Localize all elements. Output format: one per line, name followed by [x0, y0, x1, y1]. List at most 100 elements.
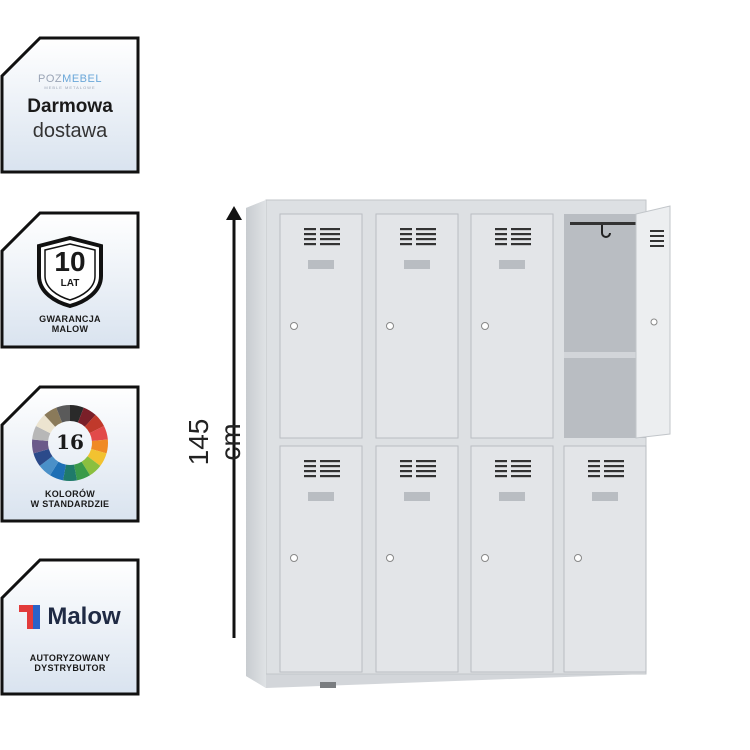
vent-slot: [320, 243, 340, 246]
warranty-years: 10: [54, 246, 86, 277]
door-lock-icon: [290, 322, 298, 330]
vent-slot: [400, 233, 412, 236]
vent-slot: [304, 475, 316, 478]
vent-slot: [400, 460, 412, 463]
door-lock-icon: [481, 322, 489, 330]
vent-slot: [304, 233, 316, 236]
vent-slot: [320, 475, 340, 478]
vent-slot: [304, 228, 316, 231]
label-plate: [499, 492, 525, 501]
shield-icon: 10 LAT: [35, 235, 105, 309]
color-wheel-icon: 16: [30, 403, 110, 483]
vent-slot: [511, 238, 531, 241]
warranty-badge: 10 LAT GWARANCJA MALOW: [0, 211, 140, 349]
vent-slot: [304, 460, 316, 463]
label-plate: [308, 492, 334, 501]
malow-logo-text: Malow: [47, 603, 121, 630]
vent-slot: [416, 233, 436, 236]
vent-slot: [511, 233, 531, 236]
color-swatch: [70, 405, 84, 423]
vent-slot: [650, 240, 664, 242]
vent-slot: [416, 228, 436, 231]
vent-slot: [416, 238, 436, 241]
label-plate: [404, 260, 430, 269]
colors-line2: W STANDARDZIE: [30, 499, 110, 509]
label-plate: [308, 260, 334, 269]
colors-count: 16: [56, 430, 84, 454]
vent-slot: [511, 465, 531, 468]
malow-logo-icon: [19, 605, 41, 629]
vent-slot: [511, 475, 531, 478]
door-lock-icon: [386, 554, 394, 562]
color-swatch: [32, 426, 51, 441]
label-plate: [499, 260, 525, 269]
vent-slot: [588, 475, 600, 478]
vent-slot: [495, 228, 507, 231]
locker-door: [279, 213, 363, 439]
vent-slot: [400, 475, 412, 478]
label-plate: [404, 492, 430, 501]
open-locker-interior: [564, 214, 646, 438]
vent-slot: [495, 243, 507, 246]
vent-slot: [416, 465, 436, 468]
label-plate: [592, 492, 618, 501]
color-swatch: [35, 414, 56, 434]
vent-slot: [400, 470, 412, 473]
vent-slot: [495, 460, 507, 463]
warranty-line1: GWARANCJA: [39, 314, 101, 324]
door-lock-icon: [481, 554, 489, 562]
vent-slot: [511, 228, 531, 231]
vent-slot: [320, 238, 340, 241]
color-swatch: [44, 407, 63, 427]
vent-slot: [511, 460, 531, 463]
locker-cabinet-image: [246, 199, 671, 688]
pozmebel-logo: POZMEBEL: [38, 73, 102, 85]
malow-logo: Malow: [19, 603, 121, 631]
vent-slot: [320, 465, 340, 468]
malow-line2: DYSTRYBUTOR: [34, 663, 106, 673]
vent-slot: [304, 238, 316, 241]
color-swatch: [91, 439, 109, 454]
color-swatch: [74, 461, 91, 481]
vent-slot: [588, 465, 600, 468]
vent-slot: [604, 460, 624, 463]
colors-badge: 16 KOLORÓW W STANDARDZIE: [0, 385, 140, 523]
color-swatch: [49, 461, 66, 481]
vent-slot: [304, 243, 316, 246]
delivery-line1: Darmowa: [27, 96, 113, 117]
vent-slot: [400, 465, 412, 468]
vent-slot: [495, 470, 507, 473]
vent-slot: [416, 470, 436, 473]
vent-slot: [604, 475, 624, 478]
vent-slot: [304, 465, 316, 468]
color-swatch: [56, 405, 70, 423]
hanger-rail: [570, 222, 640, 225]
color-swatch: [39, 456, 59, 476]
door-lock-icon: [290, 554, 298, 562]
vent-slot: [320, 470, 340, 473]
vent-slot: [320, 460, 340, 463]
color-swatch: [77, 407, 96, 427]
vent-slot: [650, 245, 664, 247]
height-arrow-icon: [226, 206, 242, 638]
color-swatch: [63, 464, 77, 481]
vent-slot: [588, 470, 600, 473]
vent-slot: [495, 238, 507, 241]
delivery-line2: dostawa: [32, 120, 108, 142]
color-swatch: [81, 456, 101, 476]
height-label: 145 cm: [183, 418, 246, 466]
badge-frame: [0, 385, 140, 523]
door-lock-icon: [574, 554, 582, 562]
vent-slot: [650, 230, 664, 232]
pozmebel-tagline: MEBLE METALOWE: [44, 85, 96, 90]
vent-slot: [416, 475, 436, 478]
coat-hook-icon: [601, 225, 611, 238]
vent-slot: [320, 228, 340, 231]
color-swatch: [84, 414, 105, 434]
vent-slot: [304, 470, 316, 473]
warranty-unit: LAT: [60, 278, 80, 289]
warranty-line2: MALOW: [51, 324, 89, 334]
vent-slot: [320, 233, 340, 236]
door-lock-icon: [650, 318, 658, 326]
badge-frame: [0, 558, 140, 696]
